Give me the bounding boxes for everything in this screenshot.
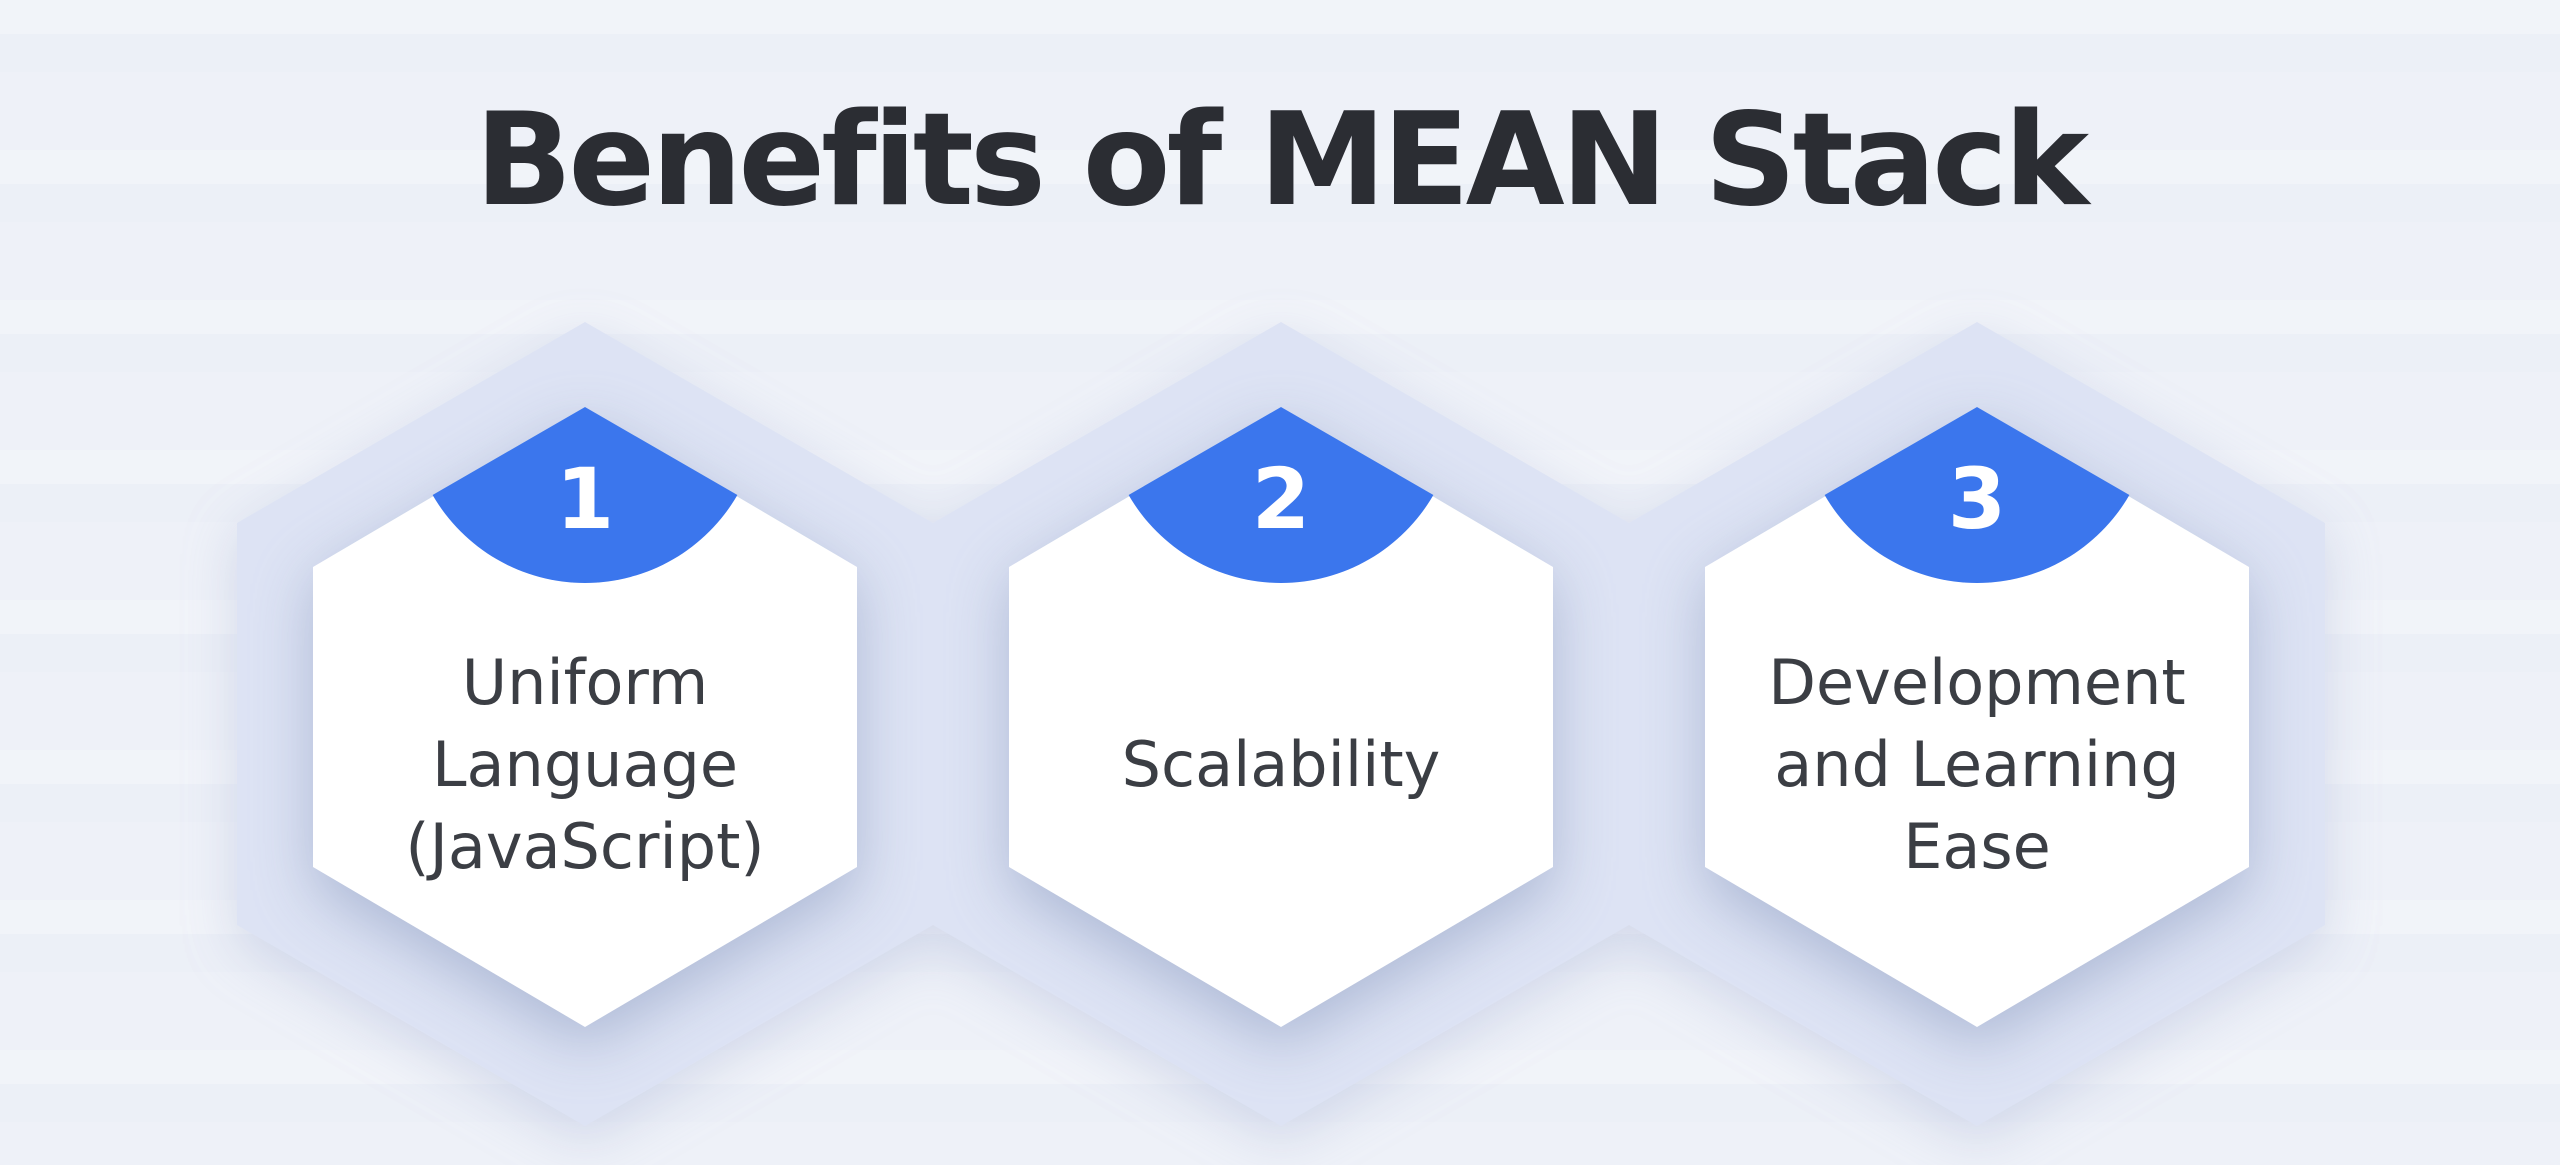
card-label-line: Development <box>1768 646 2186 719</box>
card-label: Scalability <box>1039 600 1523 930</box>
card-label-line: Scalability <box>1121 728 1441 801</box>
number-badge-fan: 2 <box>1105 407 1457 587</box>
page-title: Benefits of MEAN Stack <box>474 86 2089 235</box>
card-number: 1 <box>555 450 615 548</box>
card-number: 2 <box>1251 450 1311 548</box>
card-label-line: Language <box>432 728 738 801</box>
number-badge-fan: 1 <box>409 407 761 587</box>
card-label-line: Uniform <box>461 646 709 719</box>
hex-connector <box>1553 523 1705 925</box>
fan-sector-icon <box>1128 407 1434 583</box>
fan-sector-icon <box>1824 407 2130 583</box>
number-badge-fan: 3 <box>1801 407 2153 587</box>
card-label-line: (JavaScript) <box>405 810 765 883</box>
card-label-line: Ease <box>1903 810 2051 883</box>
card-label-line: and Learning <box>1774 728 2180 801</box>
hex-connector <box>858 523 1010 925</box>
card-number: 3 <box>1947 450 2007 548</box>
fan-sector-icon <box>432 407 738 583</box>
